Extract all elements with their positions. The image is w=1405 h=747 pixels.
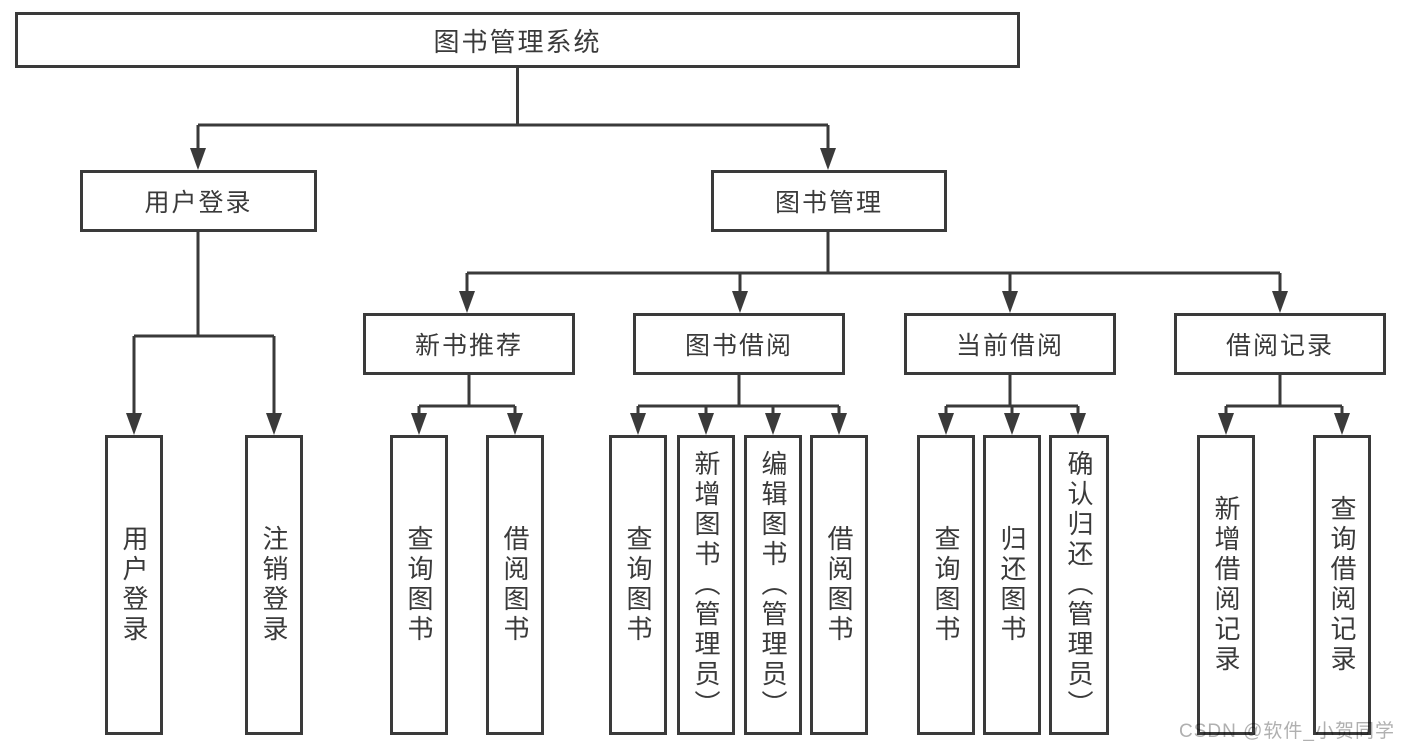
leaf-user-login-label: 用户登录 bbox=[119, 525, 149, 645]
leaf-query-books-borrow-label: 查询图书 bbox=[623, 525, 653, 645]
node-user-login: 用户登录 bbox=[80, 170, 317, 232]
leaf-add-book-admin-label: 新增图书（管理员） bbox=[691, 450, 721, 720]
leaf-user-login: 用户登录 bbox=[105, 435, 163, 735]
leaf-edit-book-admin-label: 编辑图书（管理员） bbox=[758, 450, 788, 720]
watermark: CSDN @软件_小贺同学 bbox=[1179, 721, 1395, 742]
node-library-system: 图书管理系统 bbox=[15, 12, 1020, 68]
leaf-add-borrow-record-label: 新增借阅记录 bbox=[1211, 495, 1241, 675]
node-current-borrow: 当前借阅 bbox=[904, 313, 1116, 375]
leaf-borrow-books-label: 借阅图书 bbox=[824, 525, 854, 645]
leaf-query-books-recommend-label: 查询图书 bbox=[404, 525, 434, 645]
node-borrow-records: 借阅记录 bbox=[1174, 313, 1386, 375]
leaf-borrow-books-recommend-label: 借阅图书 bbox=[500, 525, 530, 645]
leaf-query-books-current: 查询图书 bbox=[917, 435, 975, 735]
leaf-add-borrow-record: 新增借阅记录 bbox=[1197, 435, 1255, 735]
leaf-logout: 注销登录 bbox=[245, 435, 303, 735]
node-new-book-recommend: 新书推荐 bbox=[363, 313, 575, 375]
leaf-borrow-books-recommend: 借阅图书 bbox=[486, 435, 544, 735]
leaf-logout-label: 注销登录 bbox=[259, 525, 289, 645]
leaf-return-book: 归还图书 bbox=[983, 435, 1041, 735]
node-book-borrow: 图书借阅 bbox=[633, 313, 845, 375]
node-book-management: 图书管理 bbox=[711, 170, 947, 232]
leaf-return-book-label: 归还图书 bbox=[997, 525, 1027, 645]
leaf-confirm-return-admin-label: 确认归还（管理员） bbox=[1064, 450, 1094, 720]
leaf-query-books-current-label: 查询图书 bbox=[931, 525, 961, 645]
leaf-add-book-admin: 新增图书（管理员） bbox=[677, 435, 735, 735]
leaf-query-borrow-record-label: 查询借阅记录 bbox=[1327, 495, 1357, 675]
leaf-borrow-books: 借阅图书 bbox=[810, 435, 868, 735]
leaf-confirm-return-admin: 确认归还（管理员） bbox=[1049, 435, 1109, 735]
leaf-query-books-recommend: 查询图书 bbox=[390, 435, 448, 735]
arrowheads bbox=[126, 148, 1350, 435]
leaf-query-books-borrow: 查询图书 bbox=[609, 435, 667, 735]
leaf-edit-book-admin: 编辑图书（管理员） bbox=[744, 435, 802, 735]
leaf-query-borrow-record: 查询借阅记录 bbox=[1313, 435, 1371, 735]
